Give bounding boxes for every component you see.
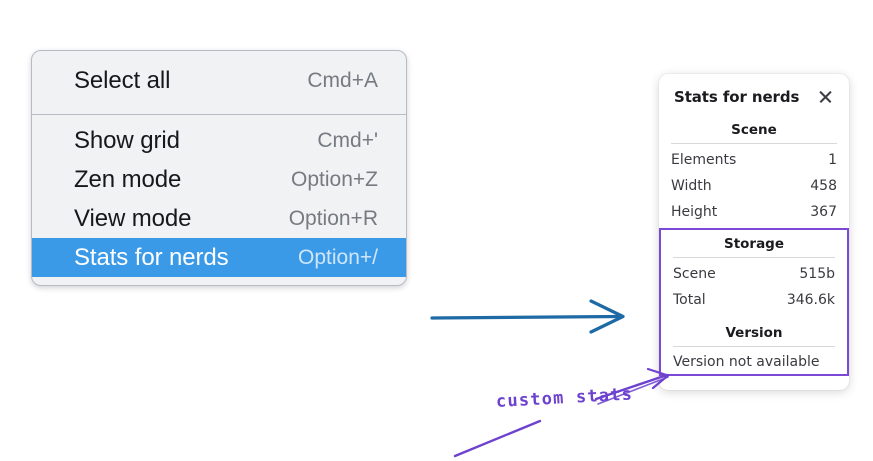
stat-key: Scene — [673, 266, 716, 283]
purple-underline-annotation — [453, 419, 542, 458]
menu-item-label: View mode — [74, 204, 192, 232]
custom-stats-highlight-box: Storage Scene 515b Total 346.6k Version … — [659, 228, 849, 377]
stat-row: Width 458 — [659, 174, 849, 200]
menu-item-label: Zen mode — [74, 165, 182, 193]
close-icon[interactable] — [817, 88, 835, 106]
stats-section-storage: Storage Scene 515b Total 346.6k — [661, 235, 847, 314]
stats-section-version: Version Version not available — [661, 324, 847, 370]
menu-item-shortcut: Option+Z — [291, 167, 378, 191]
stat-key: Width — [671, 177, 712, 194]
menu-item-show-grid[interactable]: Show grid Cmd+' — [32, 121, 406, 160]
menu-section-2: Show grid Cmd+' Zen mode Option+Z View m… — [32, 115, 406, 285]
menu-item-shortcut: Option+/ — [298, 245, 378, 269]
menu-item-stats-for-nerds[interactable]: Stats for nerds Option+/ — [32, 238, 406, 277]
stats-panel-header: Stats for nerds — [659, 88, 849, 106]
stats-panel-title: Stats for nerds — [674, 88, 800, 106]
menu-item-view-mode[interactable]: View mode Option+R — [32, 199, 406, 238]
version-note: Version not available — [673, 354, 820, 371]
blue-arrow-annotation — [430, 299, 625, 334]
menu-item-shortcut: Cmd+A — [307, 68, 378, 92]
menu-item-shortcut: Cmd+' — [317, 128, 378, 152]
stat-key: Total — [673, 292, 706, 309]
stats-section-scene: Scene Elements 1 Width 458 Height 367 — [659, 122, 849, 225]
context-menu: Select all Cmd+A Show grid Cmd+' Zen mod… — [31, 50, 407, 286]
stat-value: 367 — [810, 203, 837, 220]
menu-separator — [32, 114, 406, 115]
stat-key: Height — [671, 203, 718, 220]
stat-value: 346.6k — [786, 292, 835, 309]
stat-key: Elements — [671, 152, 737, 168]
menu-item-label: Show grid — [74, 126, 180, 154]
stats-section-divider — [673, 257, 835, 259]
menu-item-label: Stats for nerds — [74, 243, 229, 271]
stats-section-divider — [673, 346, 835, 348]
menu-item-shortcut: Option+R — [288, 206, 378, 230]
menu-item-zen-mode[interactable]: Zen mode Option+Z — [32, 160, 406, 199]
menu-item-select-all[interactable]: Select all Cmd+A — [32, 61, 406, 100]
menu-item-label: Select all — [74, 66, 171, 94]
stats-panel-body: Scene Elements 1 Width 458 Height 367 — [659, 122, 849, 377]
stats-section-divider — [671, 143, 837, 144]
stat-row: Scene 515b — [661, 262, 847, 288]
stats-section-heading: Storage — [723, 236, 785, 253]
stat-row: Height 367 — [659, 200, 849, 226]
menu-section-1: Select all Cmd+A — [32, 51, 406, 114]
stats-section-heading: Scene — [731, 122, 777, 138]
stat-value: 515b — [799, 266, 835, 283]
stat-row: Total 346.6k — [661, 288, 847, 314]
stats-for-nerds-panel: Stats for nerds Scene Elements 1 Width 4… — [659, 74, 849, 391]
stat-value: 1 — [828, 152, 837, 168]
stat-row: Elements 1 — [659, 148, 849, 174]
stat-value: 458 — [810, 177, 837, 194]
stats-section-heading: Version — [725, 325, 783, 342]
custom-stats-annotation-label: custom stats — [495, 384, 634, 412]
